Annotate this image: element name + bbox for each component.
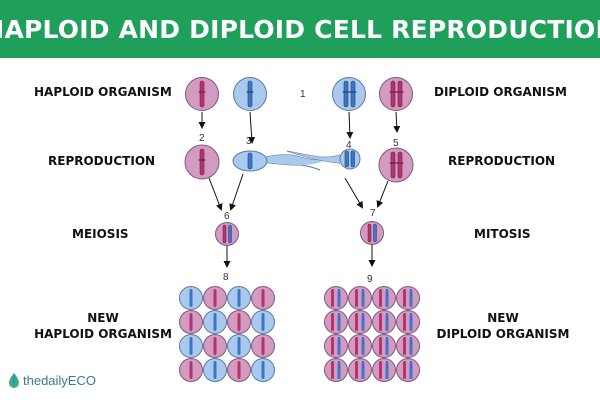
offspring-cell <box>348 334 372 358</box>
offspring-cell <box>203 358 227 382</box>
step-number-3: 3 <box>246 136 252 147</box>
mitosis-zygote <box>360 221 384 245</box>
title-banner: HAPLOID AND DIPLOID CELL REPRODUCTION <box>0 0 600 58</box>
offspring-cell <box>251 334 275 358</box>
haploid-sperm <box>232 150 331 172</box>
offspring-cell <box>179 286 203 310</box>
label-new-diploid-line2: DIPLOID ORGANISM <box>436 327 570 341</box>
label-reproduction-right: REPRODUCTION <box>448 154 556 168</box>
offspring-cell <box>372 286 396 310</box>
thedailyeco-logo: thedailyECO <box>8 372 96 388</box>
diploid-pink-cell <box>379 77 413 111</box>
label-diploid-organism: DIPLOID ORGANISM <box>434 85 567 99</box>
arrow-5-7 <box>376 180 389 208</box>
offspring-cell <box>227 286 251 310</box>
logo-text: thedailyECO <box>23 372 96 388</box>
offspring-cell <box>179 334 203 358</box>
arrow-3-6 <box>229 173 244 211</box>
reproduction-diagram: 1 2 3 4 5 6 7 8 9 <box>179 77 420 382</box>
new-haploid-organism-grid <box>179 286 275 382</box>
leaf-drop-icon <box>9 373 19 388</box>
step-number-1: 1 <box>300 89 306 100</box>
step-number-2: 2 <box>199 133 205 144</box>
page-title: HAPLOID AND DIPLOID CELL REPRODUCTION <box>0 14 600 44</box>
arrow-2-6 <box>208 177 223 211</box>
label-new-haploid-line2: HAPLOID ORGANISM <box>34 327 172 341</box>
step-number-4: 4 <box>346 140 352 151</box>
offspring-cell <box>396 286 420 310</box>
arrow-5-top <box>393 111 401 133</box>
label-new-haploid: NEW HAPLOID ORGANISM <box>28 310 178 342</box>
offspring-cell <box>324 310 348 334</box>
label-new-diploid-line1: NEW <box>487 311 519 325</box>
step-number-5: 5 <box>393 138 399 149</box>
label-mitosis: MITOSIS <box>474 227 531 241</box>
offspring-cell <box>251 358 275 382</box>
arrow-4-7 <box>344 177 364 209</box>
offspring-cell <box>372 334 396 358</box>
arrow-1-3 <box>248 111 256 144</box>
haploid-pink-cell <box>185 77 219 111</box>
offspring-cell <box>251 310 275 334</box>
offspring-cell <box>227 310 251 334</box>
offspring-cell <box>396 358 420 382</box>
offspring-cell <box>324 358 348 382</box>
diploid-blue-cell <box>332 77 366 111</box>
offspring-cell <box>348 310 372 334</box>
label-meiosis: MEIOSIS <box>72 227 129 241</box>
meiosis-zygote <box>215 222 239 246</box>
offspring-cell <box>396 334 420 358</box>
offspring-cell <box>372 310 396 334</box>
offspring-cell <box>203 310 227 334</box>
offspring-cell <box>396 310 420 334</box>
label-reproduction-left: REPRODUCTION <box>48 154 156 168</box>
haploid-blue-cell <box>233 77 267 111</box>
offspring-cell <box>179 310 203 334</box>
offspring-cell <box>251 286 275 310</box>
new-diploid-organism-grid <box>324 286 420 382</box>
label-new-diploid: NEW DIPLOID ORGANISM <box>428 310 578 342</box>
step-number-7: 7 <box>370 208 376 219</box>
diploid-pink-gamete <box>378 147 414 183</box>
haploid-pink-gamete <box>184 144 220 180</box>
offspring-cell <box>203 286 227 310</box>
offspring-cell <box>227 358 251 382</box>
label-new-haploid-line1: NEW <box>87 311 119 325</box>
offspring-cell <box>348 358 372 382</box>
offspring-cell <box>203 334 227 358</box>
step-number-8: 8 <box>223 272 229 283</box>
offspring-cell <box>324 334 348 358</box>
step-number-6: 6 <box>224 211 230 222</box>
offspring-cell <box>179 358 203 382</box>
arrow-4-top <box>346 111 354 139</box>
step-number-9: 9 <box>367 274 373 285</box>
diploid-sperm <box>286 148 361 170</box>
offspring-cell <box>227 334 251 358</box>
label-haploid-organism: HAPLOID ORGANISM <box>34 85 172 99</box>
offspring-cell <box>348 286 372 310</box>
offspring-cell <box>324 286 348 310</box>
offspring-cell <box>372 358 396 382</box>
